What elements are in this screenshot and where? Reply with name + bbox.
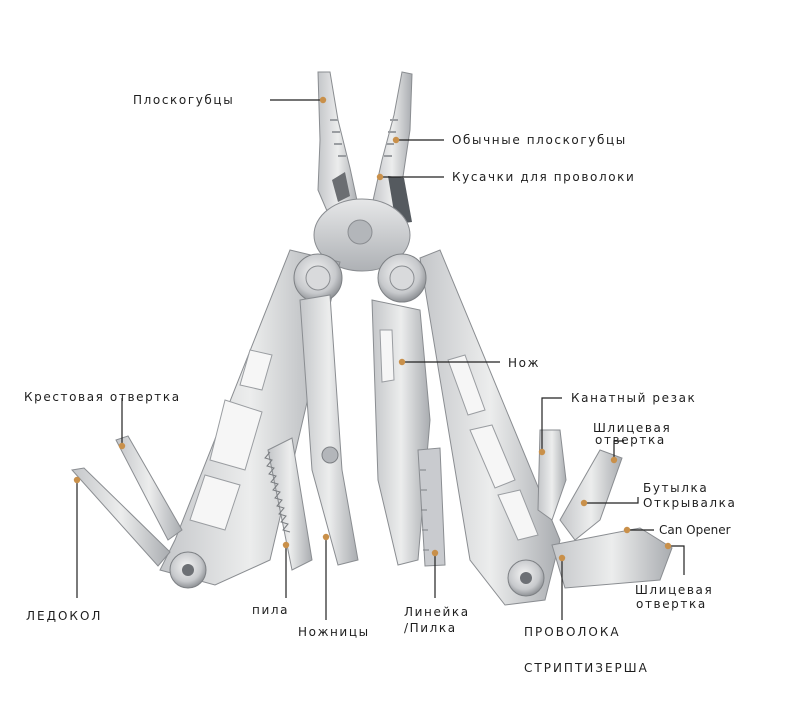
label-flat-screwdriver-1b: отвертка (595, 433, 666, 447)
marker-wire (558, 554, 566, 562)
marker-wire-cutter (376, 173, 384, 181)
label-rope-cutter: Канатный резак (571, 391, 697, 405)
left-handle (159, 249, 341, 589)
marker-flat-screwdriver-1 (610, 456, 618, 464)
label-ruler-a: Линейка (404, 605, 470, 619)
label-ruler-b: /Пилка (404, 621, 457, 635)
right-handle (419, 249, 561, 606)
marker-saw (282, 541, 290, 549)
callout-markers (73, 96, 672, 562)
marker-ruler (431, 549, 439, 557)
label-saw: пила (252, 603, 290, 617)
marker-can-opener (623, 526, 631, 534)
label-regular-pliers: Обычные плоскогубцы (452, 133, 627, 147)
marker-rope-cutter (538, 448, 546, 456)
knife-blade (371, 299, 431, 566)
leader-lines (76, 99, 685, 620)
label-flat-screwdriver-2a: Шлицевая (635, 583, 714, 597)
label-bottle-opener-a: Бутылка (643, 481, 709, 495)
label-stripper: СТРИПТИЗЕРША (524, 661, 649, 675)
marker-ice-pick (73, 476, 81, 484)
marker-regular-pliers (392, 136, 400, 144)
marker-bottle-opener (580, 499, 588, 507)
marker-needle-nose (319, 96, 327, 104)
marker-flat-screwdriver-2 (664, 542, 672, 550)
label-scissors: Ножницы (298, 625, 370, 639)
marker-phillips (118, 442, 126, 450)
pivots (293, 253, 427, 303)
scissors (299, 294, 359, 566)
saw-blade (264, 437, 313, 571)
label-flat-screwdriver-2b: отвертка (636, 597, 707, 611)
label-can-opener: Can Opener (659, 523, 731, 537)
label-flat-screwdriver-1a: Шлицевая (593, 421, 672, 435)
marker-scissors (322, 533, 330, 541)
marker-knife (398, 358, 406, 366)
label-ice-pick: ЛЕДОКОЛ (26, 609, 103, 623)
label-bottle-opener-b: Открывалка (643, 496, 737, 510)
label-knife: Нож (508, 356, 540, 370)
label-phillips-screwdriver: Крестовая отвертка (24, 390, 181, 404)
label-needle-nose-pliers: Плоскогубцы (133, 93, 235, 107)
label-wire: ПРОВОЛОКА (524, 625, 621, 639)
pliers-jaws (313, 71, 413, 272)
label-wire-cutter: Кусачки для проволоки (452, 170, 636, 184)
left-tools (71, 435, 183, 567)
ruler-file (417, 447, 446, 567)
